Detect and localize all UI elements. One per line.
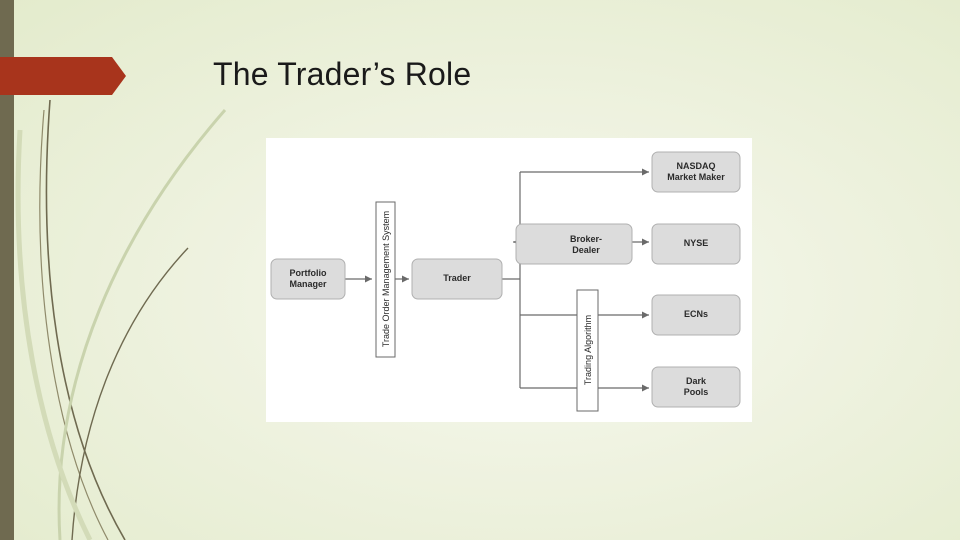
node-dark-pools-line2: Pools xyxy=(684,387,709,397)
node-nasdaq-line2: Market Maker xyxy=(667,172,725,182)
node-trader-label: Trader xyxy=(443,273,471,283)
slide-title: The Trader’s Role xyxy=(213,56,472,92)
node-dark-pools: Dark Pools xyxy=(651,366,741,408)
node-nyse: NYSE xyxy=(651,223,741,265)
swoosh-line xyxy=(57,109,227,540)
node-trader: Trader xyxy=(411,258,503,300)
node-nyse-label: NYSE xyxy=(684,238,709,248)
node-broker-dealer-line1: Broker- xyxy=(570,234,602,244)
swoosh-line xyxy=(45,99,126,540)
swoosh-line xyxy=(71,247,189,540)
node-broker-dealer-line2: Dealer xyxy=(572,245,600,255)
node-dark-pools-line1: Dark xyxy=(686,376,707,386)
node-broker-dealer: Broker- Dealer xyxy=(515,223,633,265)
node-trading-algorithm-label: Trading Algorithm xyxy=(583,315,593,385)
node-trade-order-management-system: Trade Order Management System xyxy=(375,201,396,358)
node-nasdaq-line1: NASDAQ xyxy=(676,161,715,171)
swoosh-line xyxy=(39,109,109,540)
node-toms-label: Trade Order Management System xyxy=(381,211,391,347)
node-ecns-label: ECNs xyxy=(684,309,708,319)
node-portfolio-manager-line1: Portfolio xyxy=(290,268,327,278)
trader-role-diagram: Portfolio Manager Trade Order Management… xyxy=(266,138,752,422)
node-portfolio-manager: Portfolio Manager xyxy=(270,258,346,300)
node-trading-algorithm: Trading Algorithm xyxy=(576,289,599,412)
node-ecns: ECNs xyxy=(651,294,741,336)
node-portfolio-manager-line2: Manager xyxy=(289,279,327,289)
left-accent-bar xyxy=(0,0,14,540)
swoosh-line xyxy=(15,129,93,540)
node-nasdaq-market-maker: NASDAQ Market Maker xyxy=(651,151,741,193)
